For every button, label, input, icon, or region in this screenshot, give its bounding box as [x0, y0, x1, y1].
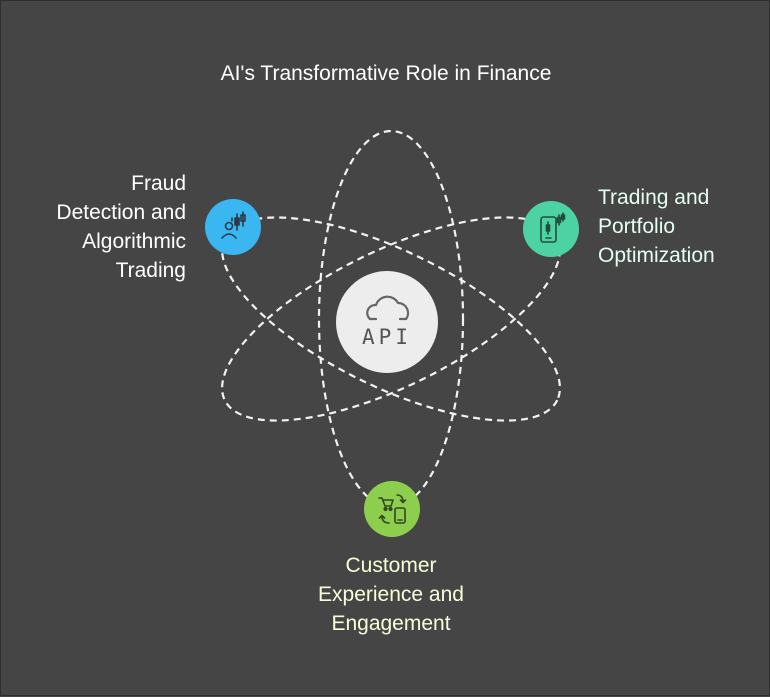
label-customer-experience: Customer Experience and Engagement [251, 551, 531, 638]
orbit-tilted-left [220, 216, 562, 422]
label-line: Portfolio [598, 215, 676, 238]
node-fraud-detection [205, 199, 261, 255]
label-line: Trading [115, 259, 186, 282]
diagram-title: AI's Transformative Role in Finance [220, 62, 552, 85]
label-line: Fraud [131, 172, 186, 195]
center-label: API [362, 325, 412, 349]
label-line: Engagement [331, 612, 451, 635]
label-trading-portfolio: Trading and Portfolio Optimization [598, 183, 715, 270]
cloud-icon [366, 295, 410, 321]
node-trading-portfolio [523, 201, 579, 257]
cart-phone-exchange-icon [378, 494, 407, 524]
label-line: Experience and [318, 583, 464, 606]
node-customer-experience [364, 481, 420, 537]
label-line: Trading and [598, 186, 710, 209]
orbit-vertical [317, 129, 465, 509]
candlestick-person-icon [221, 211, 246, 239]
label-line: Detection and [56, 201, 186, 224]
label-fraud-detection: Fraud Detection and Algorithmic Trading [56, 169, 186, 285]
center-node: API [336, 271, 438, 373]
mobile-trading-icon [540, 212, 566, 243]
label-line: Customer [345, 554, 437, 577]
label-line: Algorithmic [82, 230, 186, 253]
label-line: Optimization [598, 244, 715, 267]
